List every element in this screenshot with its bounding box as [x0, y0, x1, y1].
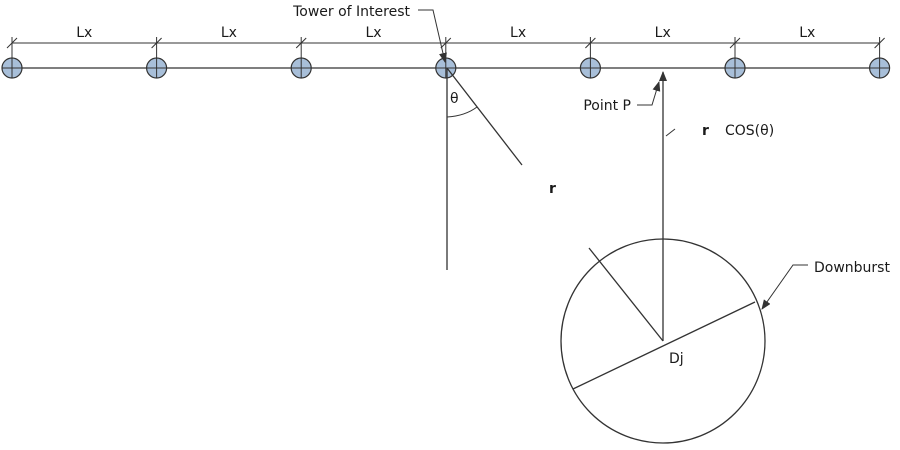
- theta-angle-arc: [446, 106, 478, 118]
- span-label-group: Lx Lx Lx Lx Lx Lx: [76, 25, 815, 41]
- dj-label: Dj: [669, 351, 684, 367]
- tower-icon: [868, 57, 891, 79]
- tower-icon: [579, 57, 602, 79]
- span-tick: [585, 37, 596, 58]
- span-tick: [151, 37, 162, 58]
- tower-direction-line: [446, 67, 523, 166]
- r-symbol-label: r: [702, 123, 709, 139]
- span-tick-group: [6, 37, 885, 58]
- tower-icon: [290, 57, 312, 79]
- span-tick: [295, 37, 307, 58]
- span-length-label: Lx: [365, 25, 381, 41]
- tower-of-interest-leader: [418, 9, 447, 63]
- span-tick: [440, 37, 452, 58]
- r-distance-line: [588, 247, 664, 342]
- downburst-label: Downburst: [814, 260, 890, 276]
- downburst-circle: [560, 238, 766, 444]
- span-length-label: Lx: [221, 25, 237, 41]
- tower-group: [1, 57, 891, 79]
- cos-theta-label: COS(θ): [725, 123, 774, 139]
- tower-of-interest-label: Tower of Interest: [292, 4, 410, 20]
- tower-icon: [1, 57, 23, 79]
- tower-icon: [146, 57, 168, 79]
- span-tick: [6, 37, 18, 58]
- r-distance-label: r: [549, 181, 556, 197]
- span-tick: [874, 37, 885, 58]
- point-p-label: Point P: [583, 98, 631, 114]
- r-cos-theta-leader: [665, 128, 676, 137]
- tower-icon: [724, 57, 746, 79]
- span-length-label: Lx: [76, 25, 92, 41]
- span-tick: [729, 37, 741, 58]
- span-length-label: Lx: [655, 25, 671, 41]
- span-length-label: Lx: [799, 25, 815, 41]
- downburst-diameter-line: [572, 301, 756, 390]
- point-p-leader: [637, 81, 661, 106]
- downburst-leader: [761, 264, 808, 310]
- theta-label: θ: [450, 91, 459, 107]
- span-length-label: Lx: [510, 25, 526, 41]
